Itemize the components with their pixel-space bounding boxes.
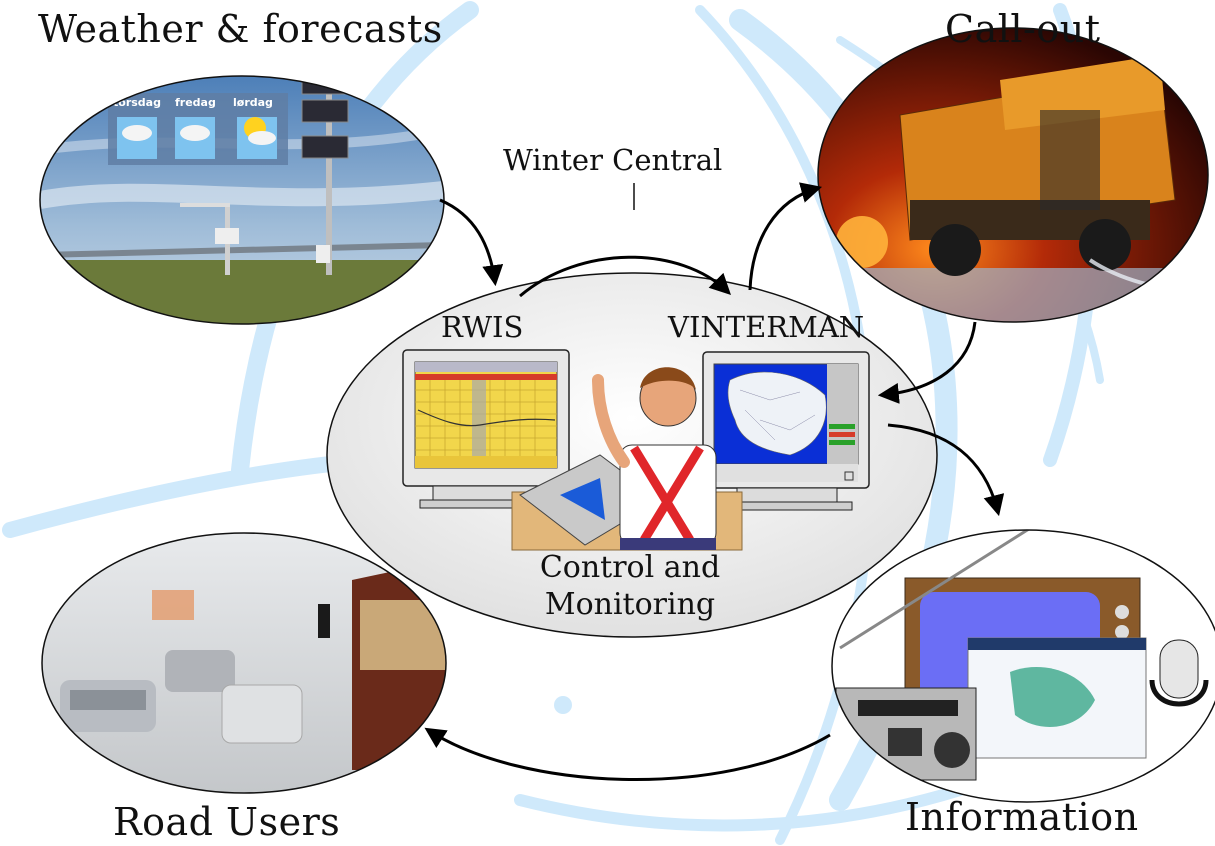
road-users-label: Road Users xyxy=(113,800,341,844)
arrow-vinterman-to-information xyxy=(887,423,1005,517)
background-dot xyxy=(554,696,572,714)
information-picture xyxy=(832,530,1215,802)
arrow-callout-to-vinterman xyxy=(877,321,977,404)
forecast-day-3: lørdag xyxy=(233,96,273,109)
information-ellipse-border xyxy=(831,529,1215,803)
vinterman-label: VINTERMAN xyxy=(668,310,865,344)
vinterman-monitor xyxy=(702,351,870,511)
control-label-line2: Monitoring xyxy=(544,586,716,622)
arrow-rwis-to-vinterman xyxy=(519,255,732,298)
callout-picture xyxy=(818,28,1208,322)
forecast-day-1: torsdag xyxy=(113,96,161,109)
arrow-information-to-road-users xyxy=(424,727,831,782)
information-label: Information xyxy=(905,795,1139,839)
weather-forecasts-label: Weather & forecasts xyxy=(38,7,443,51)
weather-picture: torsdag fredag lørdag xyxy=(40,76,444,324)
arrow-vinterman-to-callout xyxy=(748,182,823,291)
rwis-label: RWIS xyxy=(441,310,524,344)
winter-central-label: Winter Central xyxy=(503,143,723,177)
callout-label: Call-out xyxy=(945,7,1101,51)
control-monitoring-label: Control and Monitoring xyxy=(510,550,750,623)
control-label-line1: Control and xyxy=(539,550,721,585)
callout-ellipse-border xyxy=(817,27,1209,323)
road-users-picture xyxy=(42,533,446,793)
forecast-day-2: fredag xyxy=(175,96,216,109)
arrow-weather-to-rwis xyxy=(439,198,504,287)
flow-arrows xyxy=(424,182,1005,782)
road-users-ellipse-border xyxy=(41,532,447,794)
weather-ellipse-border xyxy=(39,75,445,325)
operator-illustration xyxy=(511,367,743,551)
